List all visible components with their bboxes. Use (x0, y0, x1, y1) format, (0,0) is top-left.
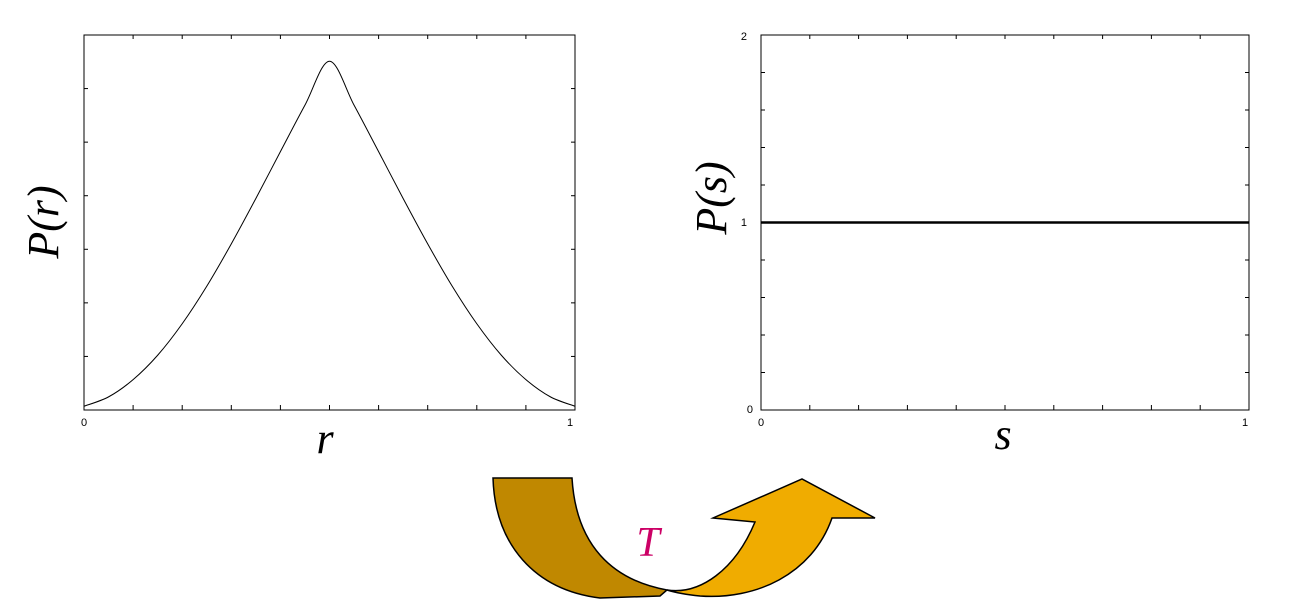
x-tick-label-left-1: 1 (567, 417, 573, 429)
x-tick-label-right-0: 0 (758, 417, 764, 429)
arrow-left-half (492, 477, 669, 599)
tick-marks-left (84, 35, 575, 410)
x-axis-label-left: r (316, 414, 334, 463)
y-tick-label-right-0: 0 (747, 404, 753, 416)
x-axis-label-right: s (994, 410, 1011, 459)
arrow-right-half (666, 478, 876, 598)
chart-left: 0 1 r P(r) (19, 34, 576, 463)
transform-arrow: T (492, 477, 876, 599)
x-tick-label-left-0: 0 (81, 417, 87, 429)
transform-label: T (636, 520, 662, 566)
tick-marks-right (761, 35, 1249, 410)
series-line-p-r (83, 60, 576, 407)
plot-frame-left (83, 34, 576, 411)
y-axis-label-right: P(s) (687, 161, 736, 235)
chart-right: 0 1 2 0 1 s P(s) (687, 31, 1250, 459)
x-tick-label-right-1: 1 (1242, 417, 1248, 429)
y-tick-label-right-2: 2 (741, 31, 747, 43)
y-tick-label-right-1: 1 (741, 217, 747, 229)
y-axis-label-left: P(r) (19, 185, 68, 259)
